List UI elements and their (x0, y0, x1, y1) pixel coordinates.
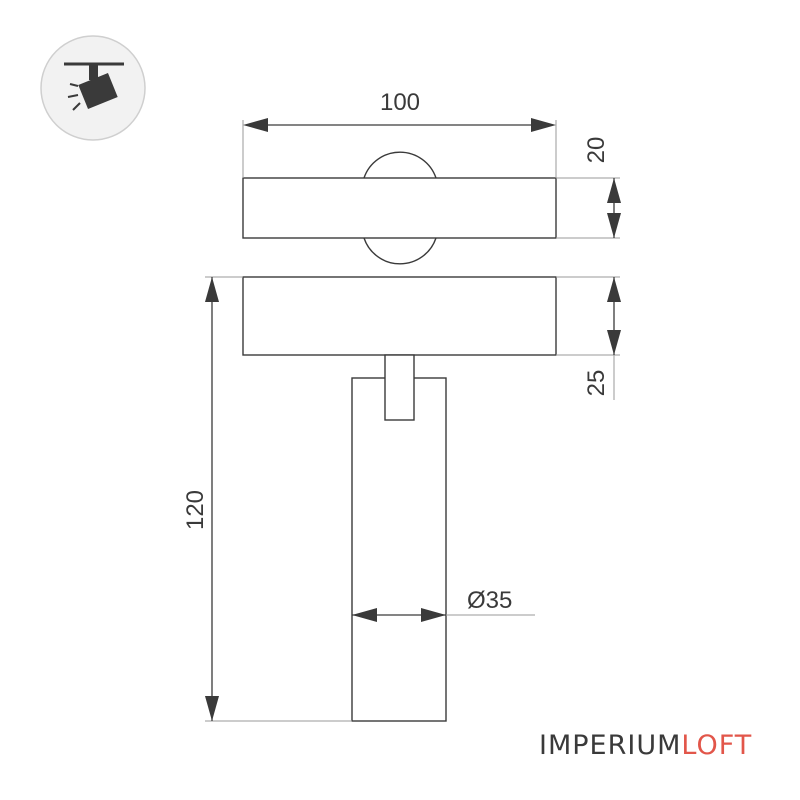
arrow-right (421, 608, 446, 622)
arrow-up (607, 277, 621, 302)
track-spotlight-icon (40, 35, 146, 141)
joint-bracket (384, 354, 415, 421)
top-plate (242, 177, 557, 239)
top-height-label: 20 (583, 137, 610, 164)
top-disc-upper (363, 151, 437, 179)
arrow-down (607, 330, 621, 355)
total-height-label: 120 (182, 490, 209, 530)
diameter-label: Ø35 (467, 587, 512, 614)
arrow-left (243, 118, 268, 132)
diameter-dimension: Ø35 (352, 587, 535, 622)
arrow-up (607, 178, 621, 203)
arrow-left (352, 608, 377, 622)
bottom-height-dimension: 25 (556, 276, 621, 400)
top-height-dimension: 20 (556, 137, 621, 239)
total-height-dimension: 120 (182, 276, 352, 722)
arrow-down (205, 696, 219, 721)
width-dimension: 100 (242, 89, 557, 178)
side-view (242, 276, 557, 722)
arrow-up (205, 277, 219, 302)
spot-cylinder (351, 377, 447, 722)
brand-part-2: LOFT (681, 730, 753, 761)
arrow-down (607, 213, 621, 238)
top-view (242, 151, 557, 265)
base-plate (242, 276, 557, 356)
bottom-height-label: 25 (583, 370, 610, 397)
top-disc-lower (363, 237, 437, 265)
arrow-right (531, 118, 556, 132)
width-label: 100 (380, 89, 420, 116)
brand-part-1: IMPERIUM (539, 730, 682, 761)
brand-logo: IMPERIUMLOFT (539, 732, 752, 759)
